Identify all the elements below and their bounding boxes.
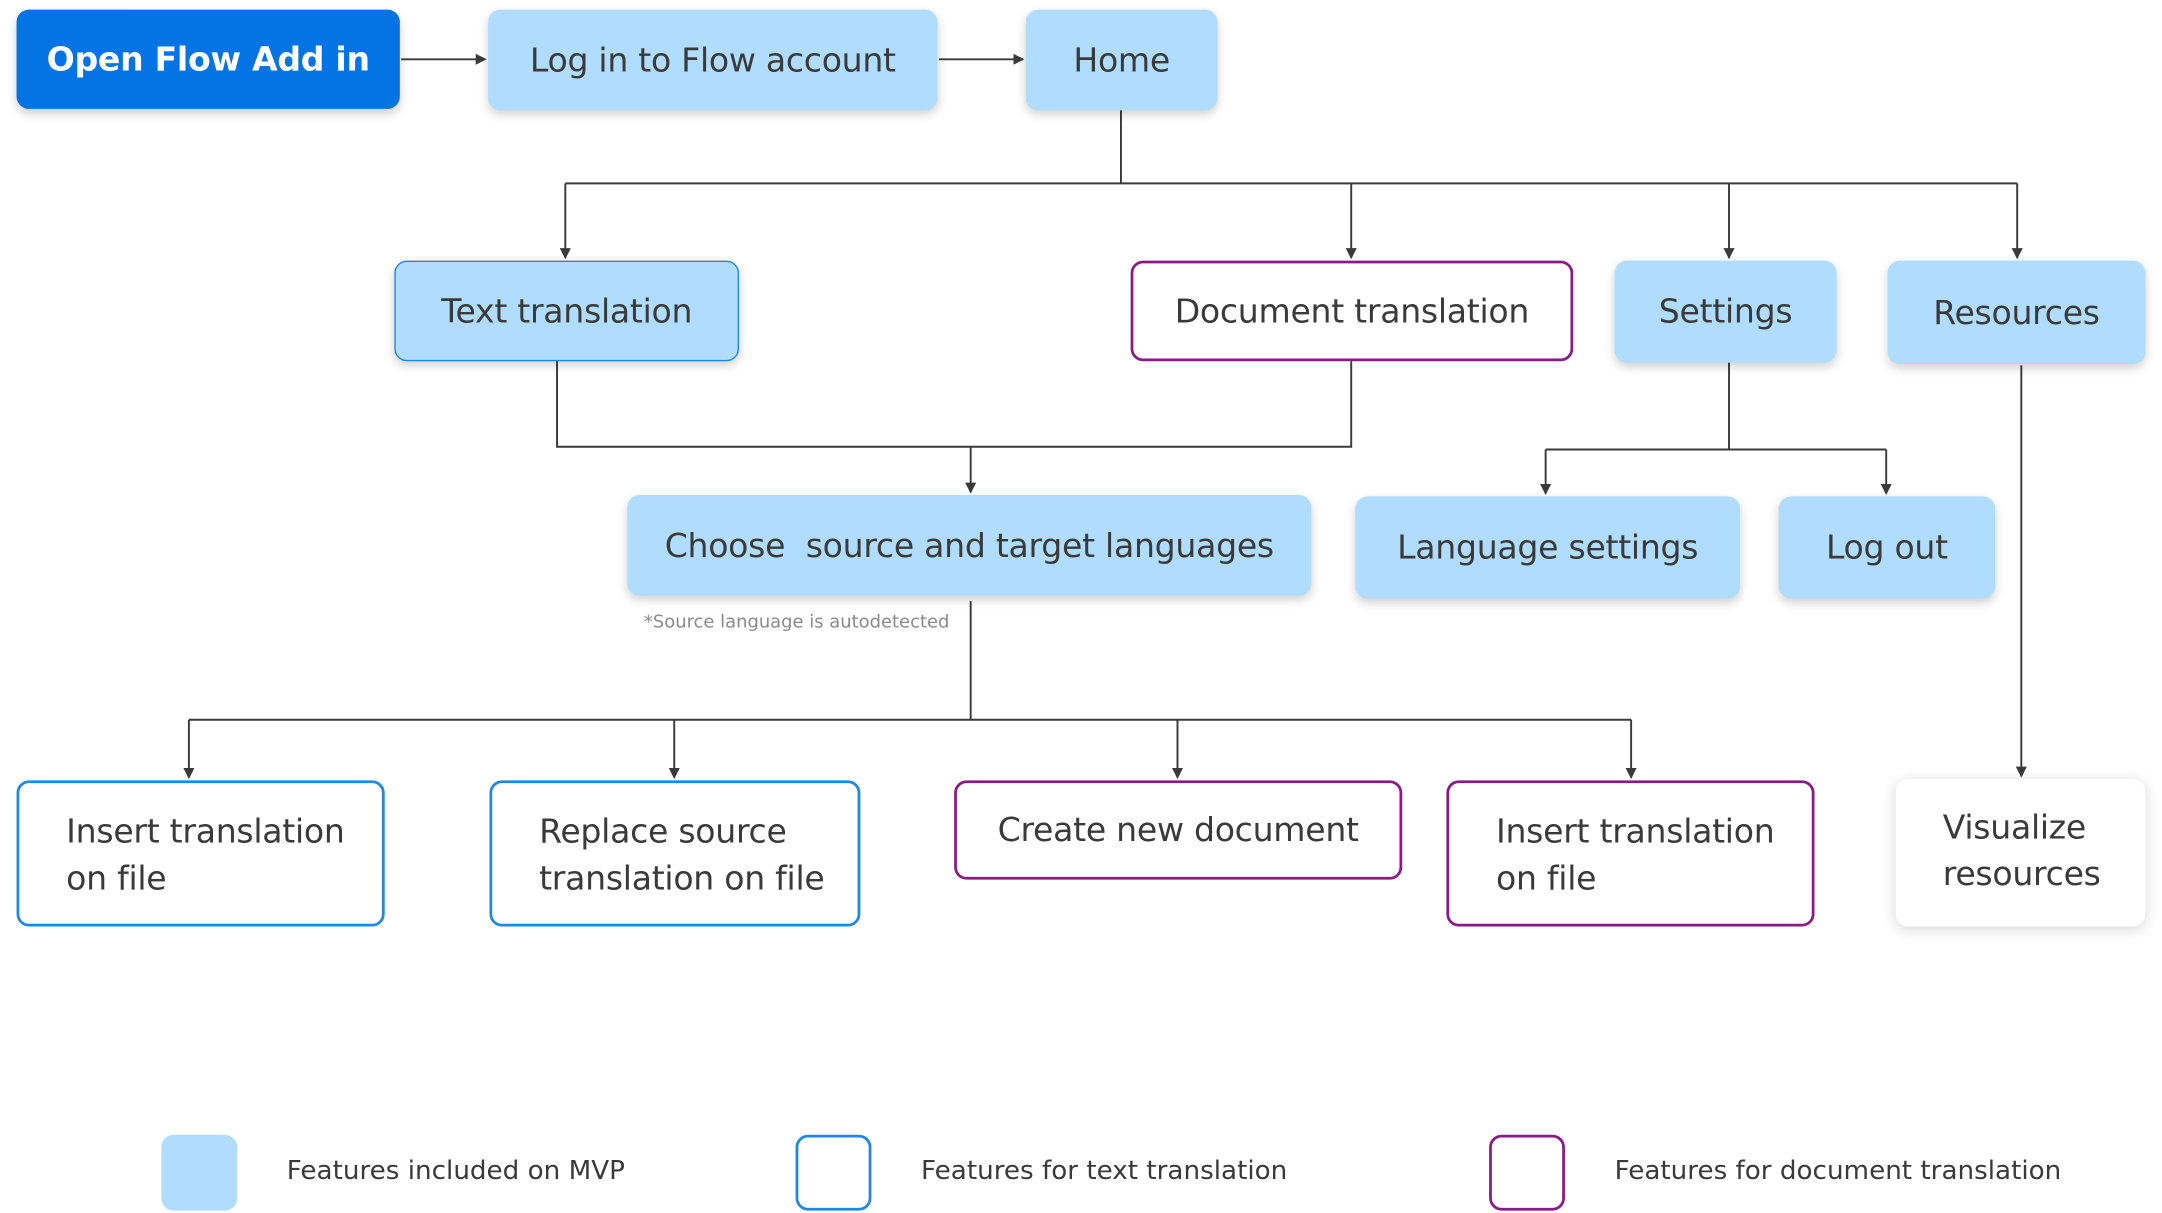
- create-new-document-node[interactable]: Create new document: [954, 780, 1403, 880]
- open-flow-addin-node[interactable]: Open Flow Add in: [16, 9, 400, 109]
- choose-languages-label: Choose source and target languages: [664, 526, 1274, 565]
- insert-translation-doc-node[interactable]: Insert translation on file: [1446, 780, 1815, 927]
- home-node[interactable]: Home: [1025, 9, 1218, 111]
- home-label: Home: [1073, 40, 1170, 80]
- document-translation-label: Document translation: [1174, 291, 1530, 331]
- text-translation-label: Text translation: [441, 291, 693, 331]
- create-new-document-label: Create new document: [997, 810, 1359, 850]
- legend-label-mvp: Features included on MVP: [286, 1155, 625, 1186]
- insert-translation-text-label: Insert translation on file: [66, 812, 345, 898]
- language-settings-label: Language settings: [1397, 528, 1699, 567]
- legend-swatch-mvp: [161, 1134, 238, 1211]
- open-flow-addin-label: Open Flow Add in: [46, 39, 370, 79]
- log-out-node[interactable]: Log out: [1778, 496, 1996, 599]
- legend-label-document: Features for document translation: [1614, 1155, 2062, 1186]
- replace-source-label: Replace source translation on file: [539, 812, 825, 898]
- choose-languages-node[interactable]: Choose source and target languages: [627, 494, 1312, 596]
- insert-translation-text-node[interactable]: Insert translation on file: [16, 780, 385, 927]
- insert-translation-doc-label: Insert translation on file: [1495, 812, 1775, 898]
- language-settings-node[interactable]: Language settings: [1355, 496, 1741, 599]
- line-text-to-choose: [556, 361, 1353, 448]
- legend-swatch-document: [1489, 1134, 1565, 1211]
- log-out-label: Log out: [1825, 528, 1948, 567]
- log-in-node[interactable]: Log in to Flow account: [488, 9, 938, 111]
- resources-node[interactable]: Resources: [1887, 260, 2146, 365]
- visualize-resources-label: Visualize resources: [1942, 807, 2101, 894]
- log-in-label: Log in to Flow account: [529, 40, 896, 80]
- text-translation-node[interactable]: Text translation: [394, 260, 740, 362]
- document-translation-node[interactable]: Document translation: [1130, 260, 1574, 362]
- settings-node[interactable]: Settings: [1614, 260, 1837, 363]
- resources-label: Resources: [1933, 292, 2100, 332]
- legend-swatch-text: [795, 1134, 872, 1211]
- visualize-resources-node[interactable]: Visualize resources: [1895, 779, 2146, 927]
- settings-label: Settings: [1658, 292, 1793, 331]
- autodetect-note: *Source language is autodetected: [643, 612, 950, 633]
- replace-source-node[interactable]: Replace source translation on file: [489, 780, 861, 927]
- legend-label-text: Features for text translation: [921, 1155, 1288, 1186]
